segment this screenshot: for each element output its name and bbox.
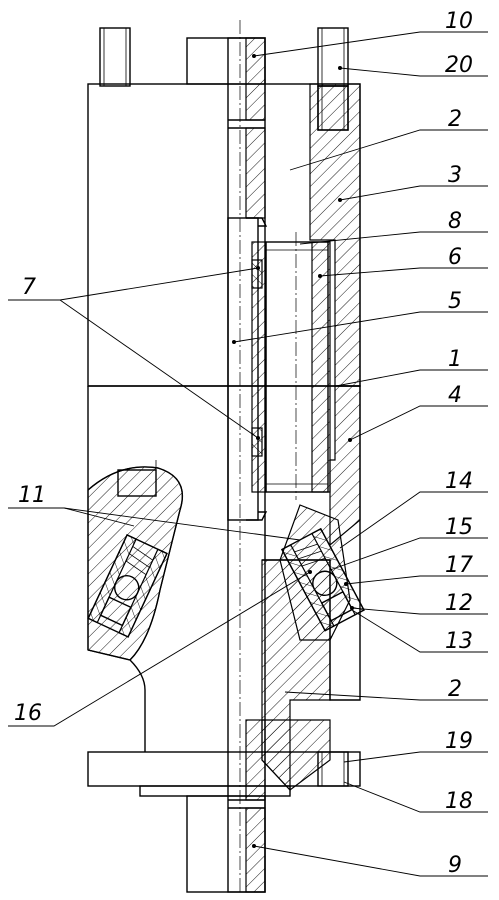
right-ball-valve-section — [261, 504, 365, 792]
label-1: 1 — [448, 347, 462, 372]
label-4: 4 — [448, 383, 462, 408]
label-5: 5 — [448, 289, 462, 314]
left-ball-valve-section — [87, 460, 184, 752]
label-9: 9 — [448, 853, 462, 878]
label-14: 14 — [445, 469, 473, 494]
part-labels: 10 20 2 3 8 6 7 5 1 4 14 11 15 17 12 13 … — [14, 9, 473, 878]
label-11: 11 — [18, 483, 46, 508]
lower-flange — [87, 719, 361, 797]
label-16: 16 — [14, 701, 42, 726]
label-18: 18 — [445, 789, 473, 814]
label-17: 17 — [445, 553, 473, 578]
label-13: 13 — [445, 629, 473, 654]
top-stud-left — [99, 27, 131, 87]
piston-assembly — [227, 217, 331, 521]
label-2-upper: 2 — [448, 107, 462, 132]
leader-lines — [8, 31, 488, 877]
lower-mandrel — [186, 719, 266, 893]
label-20: 20 — [445, 53, 473, 78]
label-6: 6 — [448, 245, 462, 270]
label-10: 10 — [445, 9, 473, 34]
label-15: 15 — [445, 515, 473, 540]
label-19: 19 — [445, 729, 473, 754]
label-2-lower: 2 — [448, 677, 462, 702]
label-12: 12 — [445, 591, 473, 616]
label-7: 7 — [22, 275, 36, 300]
label-3: 3 — [448, 163, 462, 188]
label-8: 8 — [448, 209, 462, 234]
